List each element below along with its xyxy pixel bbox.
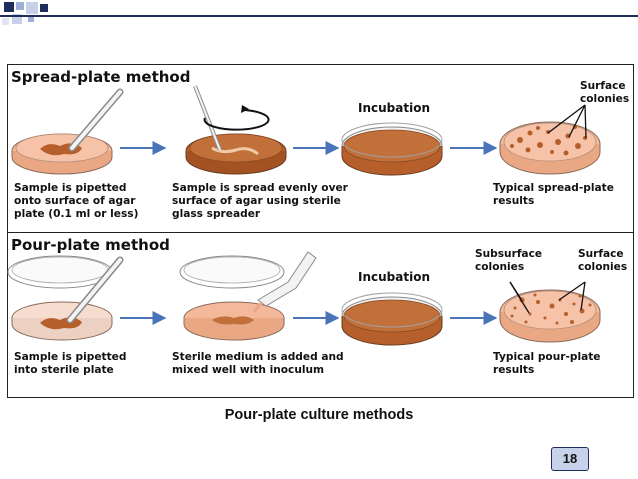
diagram-frame [7, 64, 634, 398]
pour-result-label: Typical pour-plate results [493, 351, 601, 376]
spread-incubation-label: Incubation [358, 101, 430, 115]
pour-subsurface-colonies-label: Subsurface colonies [475, 248, 543, 273]
pour-step2-label: Sterile medium is added and mixed well w… [172, 351, 344, 376]
section-divider [7, 232, 634, 233]
figure-caption: Pour-plate culture methods [224, 407, 414, 423]
pour-incubation-label: Incubation [358, 270, 430, 284]
spread-dish-3 [341, 122, 443, 176]
pour-dish-1 [7, 255, 124, 341]
spread-dish-2 [185, 85, 287, 175]
pour-surface-colonies-label: Surface colonies [578, 248, 628, 273]
title-rule [0, 15, 638, 17]
spread-result-label: Typical spread-plate results [493, 182, 614, 207]
spread-step1-label: Sample is pipetted onto surface of agar … [14, 182, 139, 220]
spread-dish-4 [499, 104, 601, 175]
pour-step1-label: Sample is pipetted into sterile plate [14, 351, 127, 376]
spread-step2-label: Sample is spread evenly over surface of … [172, 182, 348, 220]
pour-dish-3 [341, 292, 443, 346]
spread-plate-title: Spread-plate method [11, 68, 191, 86]
pour-plate-title: Pour-plate method [11, 236, 170, 254]
page-number-badge: 18 [551, 447, 589, 471]
pour-dish-2 [179, 251, 317, 341]
spread-dish-1 [11, 88, 124, 175]
pour-dish-4 [499, 281, 601, 343]
spread-surface-colonies-label: Surface colonies [580, 80, 630, 105]
